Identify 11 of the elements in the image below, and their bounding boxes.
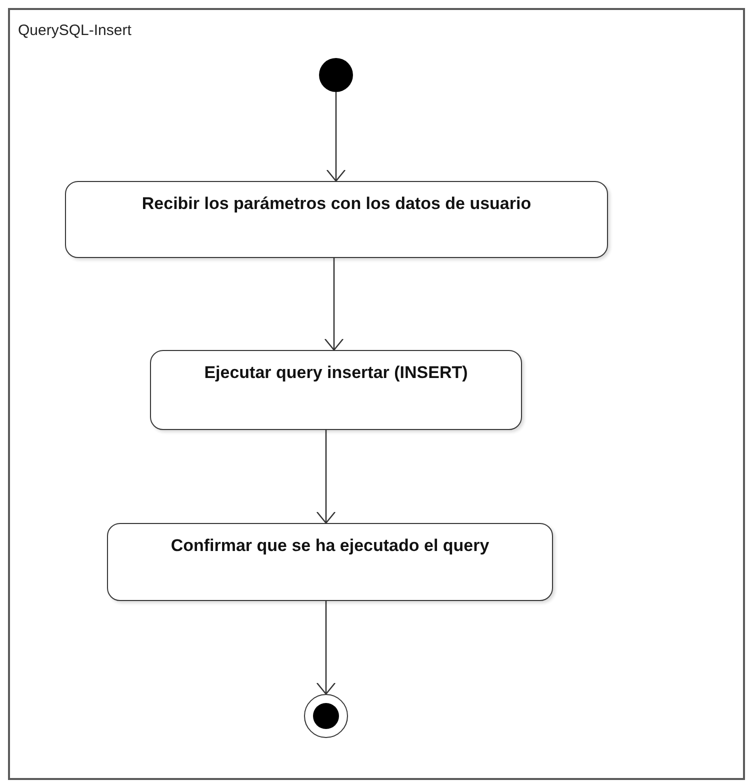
arrow: [326, 92, 346, 182]
final-node: [304, 694, 348, 738]
frame-title: QuerySQL-Insert: [18, 22, 132, 39]
initial-node: [319, 58, 353, 92]
arrow: [316, 430, 336, 524]
action-box: Ejecutar query insertar (INSERT): [150, 350, 522, 430]
arrow: [316, 601, 336, 695]
activity-frame: [8, 8, 745, 780]
action-box: Confirmar que se ha ejecutado el query: [107, 523, 553, 601]
action-box: Recibir los parámetros con los datos de usuario: [65, 181, 608, 258]
arrow: [324, 258, 344, 351]
